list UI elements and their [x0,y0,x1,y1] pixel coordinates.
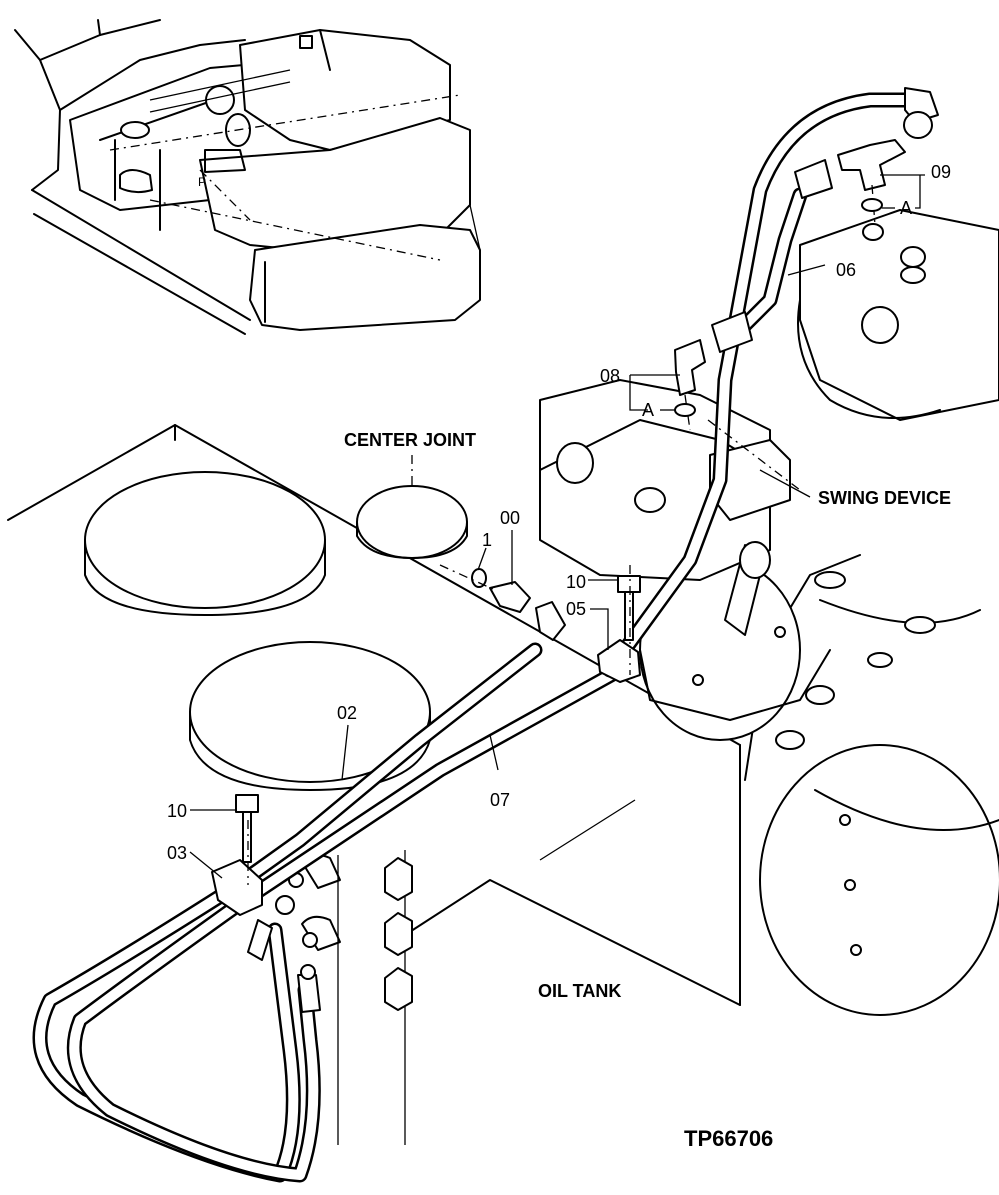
svg-text:P: P [198,175,206,189]
drawing-id: TP66706 [684,1126,773,1151]
callout-10-upper: 10 [566,572,586,592]
callout-06: 06 [836,260,856,280]
center-joint-label: CENTER JOINT [344,430,476,450]
oil-tank-label: OIL TANK [538,981,621,1001]
o-ring-detail-a-lower [674,403,696,417]
swing-device-label: SWING DEVICE [818,488,951,508]
callout-09: 09 [931,162,951,182]
callout-05: 05 [566,599,586,619]
swing-device [539,209,999,1016]
clamp-upper [597,575,641,683]
o-ring-detail-a-upper [861,198,883,212]
callout-02: 02 [337,703,357,723]
hose-assembly [32,87,939,1183]
callout-03: 03 [167,843,187,863]
callout-00: 00 [500,508,520,528]
machine-overview-inset: P [14,19,481,335]
leader-lines [189,174,925,879]
callout-10-lower: 10 [167,801,187,821]
oil-tank [7,424,741,1145]
detail-a-upper-label: A [900,198,912,218]
callout-1: 1 [482,530,492,550]
detail-a-lower-label: A [642,400,654,420]
callout-07: 07 [490,790,510,810]
callout-08: 08 [600,366,620,386]
clamp-lower [211,794,263,916]
